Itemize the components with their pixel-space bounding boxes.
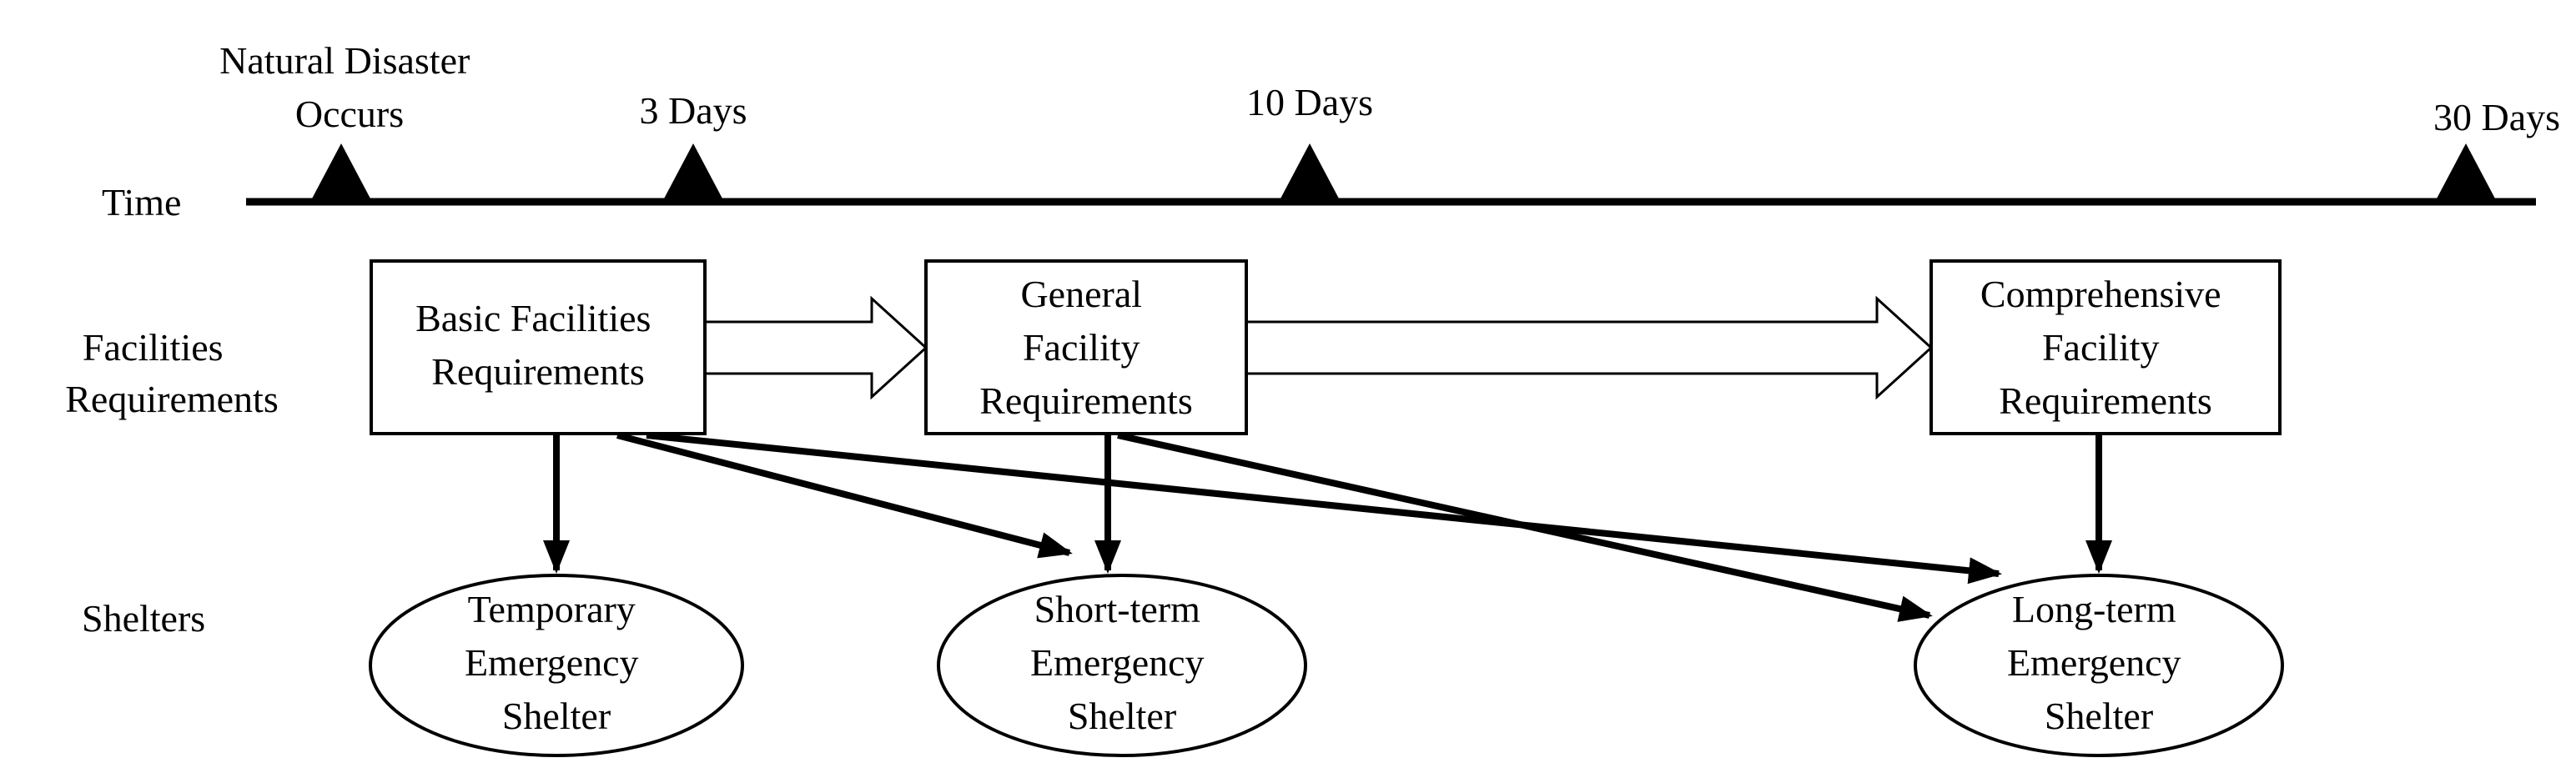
svg-text:Comprehensive Facility: Comprehensive Facility Requirements bbox=[1980, 273, 2231, 422]
facility-box-basic: Basic Facilities Requirements bbox=[370, 259, 707, 435]
svg-text:Short-term Emergency: Short-term Emergency Shelter bbox=[1030, 588, 1214, 737]
facility-box-comprehensive: Comprehensive Facility Requirements bbox=[1929, 259, 2282, 435]
milestone-label-3-days: 3 Days bbox=[639, 89, 747, 132]
svg-text:Basic Facilities Require: Basic Facilities Requirements bbox=[415, 297, 661, 393]
progression-arrow-general-to-comprehensive bbox=[1245, 295, 1934, 400]
shelter-short-term: Short-term Emergency Shelter bbox=[937, 574, 1307, 757]
row-label-shelters: Shelters bbox=[82, 597, 205, 640]
shelter-temporary: Temporary Emergency Shelter bbox=[369, 574, 744, 757]
row-label-facilities: Facilities Requirements bbox=[65, 326, 279, 420]
milestone-triangle-3-days bbox=[663, 143, 723, 200]
req-arrow-basic-to-long-term bbox=[646, 432, 2002, 585]
time-axis-label: Time bbox=[102, 181, 181, 223]
milestone-triangle-10-days bbox=[1280, 143, 1340, 200]
svg-text:Temporary Emergency: Temporary Emergency Shelter bbox=[465, 588, 648, 737]
facility-box-general: General Facility Requirements bbox=[924, 259, 1248, 435]
milestone-label-30-days: 30 Days bbox=[2433, 96, 2560, 138]
svg-text:General Facility R: General Facility Requirements bbox=[979, 273, 1193, 422]
shelter-long-term: Long-term Emergency Shelter bbox=[1914, 574, 2284, 757]
req-arrow-general-to-long-term bbox=[1117, 432, 1933, 622]
milestone-label-10-days: 10 Days bbox=[1246, 81, 1373, 123]
milestone-label-disaster: Natural Disaster Occurs bbox=[219, 39, 480, 135]
milestone-triangle-30-days bbox=[2436, 143, 2496, 200]
svg-text:Long-term Emergency: Long-term Emergency Shelter bbox=[2007, 588, 2191, 737]
progression-arrow-basic-to-general bbox=[703, 295, 928, 400]
milestone-triangle-disaster bbox=[311, 143, 371, 200]
req-arrow-basic-to-short-term bbox=[616, 432, 1073, 559]
